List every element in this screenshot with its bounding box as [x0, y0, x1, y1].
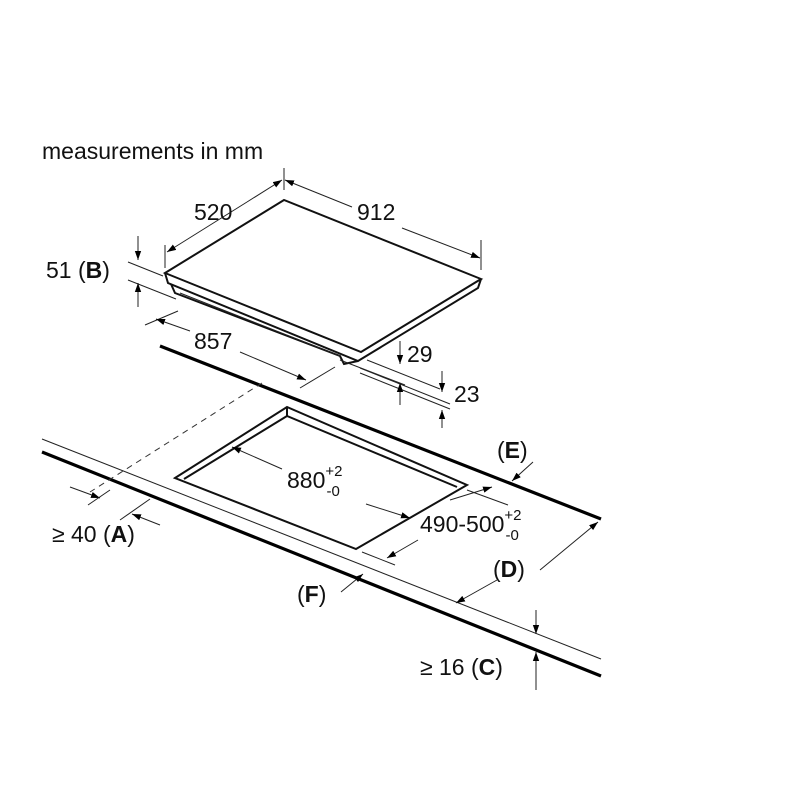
hob-depth-label: 520: [194, 199, 232, 225]
title-label: measurements in mm: [42, 138, 263, 164]
countertop-front-top-edge: [41, 438, 602, 660]
cutout-depth-label: 490-500+2-0: [420, 507, 522, 544]
clearance-c-label: ≥ 16 (C): [420, 654, 503, 680]
clearance-e-label: (E): [497, 437, 528, 463]
cutout-outline: [172, 405, 470, 551]
cutout-width-label: 880+2-0: [287, 463, 342, 500]
clearance-d-label: (D): [493, 556, 525, 582]
box-offset-label: 23: [454, 381, 480, 407]
hob-thickness-label: 51 (B): [46, 257, 110, 283]
hob-projection-dashed: [89, 382, 263, 493]
clearance-f-label: (F): [297, 581, 326, 607]
hob-width-label: 912: [357, 199, 395, 225]
hob-dimensions: [127, 168, 482, 428]
hob-drawing: [162, 198, 484, 366]
clearance-a-label: ≥ 40 (A): [52, 521, 135, 547]
countertop-back-edge: [159, 344, 602, 521]
cutout-dimensions: [69, 446, 599, 690]
box-width-label: 857: [194, 328, 232, 354]
countertop-drawing: [41, 344, 602, 678]
countertop-front-bottom-edge: [41, 450, 602, 678]
box-height-label: 29: [407, 341, 433, 367]
